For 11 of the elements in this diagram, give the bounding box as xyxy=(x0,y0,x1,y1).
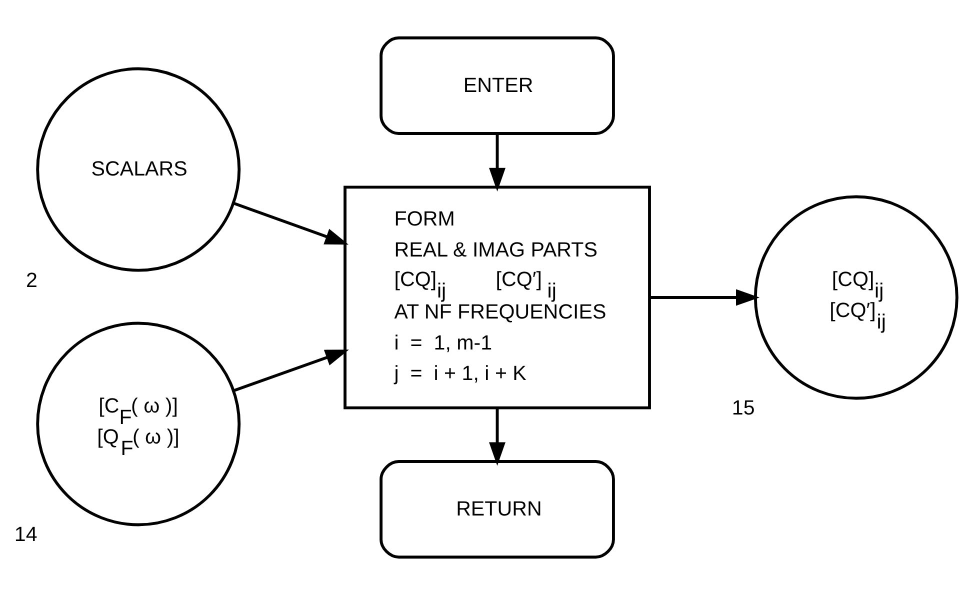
node-label: 14 xyxy=(14,523,38,546)
arrow xyxy=(489,134,506,192)
node-box: ENTER xyxy=(380,36,615,135)
node-box: RETURN xyxy=(380,460,615,559)
node-label: 15 xyxy=(732,396,755,420)
arrow xyxy=(650,289,760,306)
node-circle: SCALARS xyxy=(36,67,241,272)
arrow xyxy=(232,202,349,245)
node-label: 2 xyxy=(26,268,38,292)
arrow xyxy=(489,408,506,466)
arrow xyxy=(233,350,349,392)
